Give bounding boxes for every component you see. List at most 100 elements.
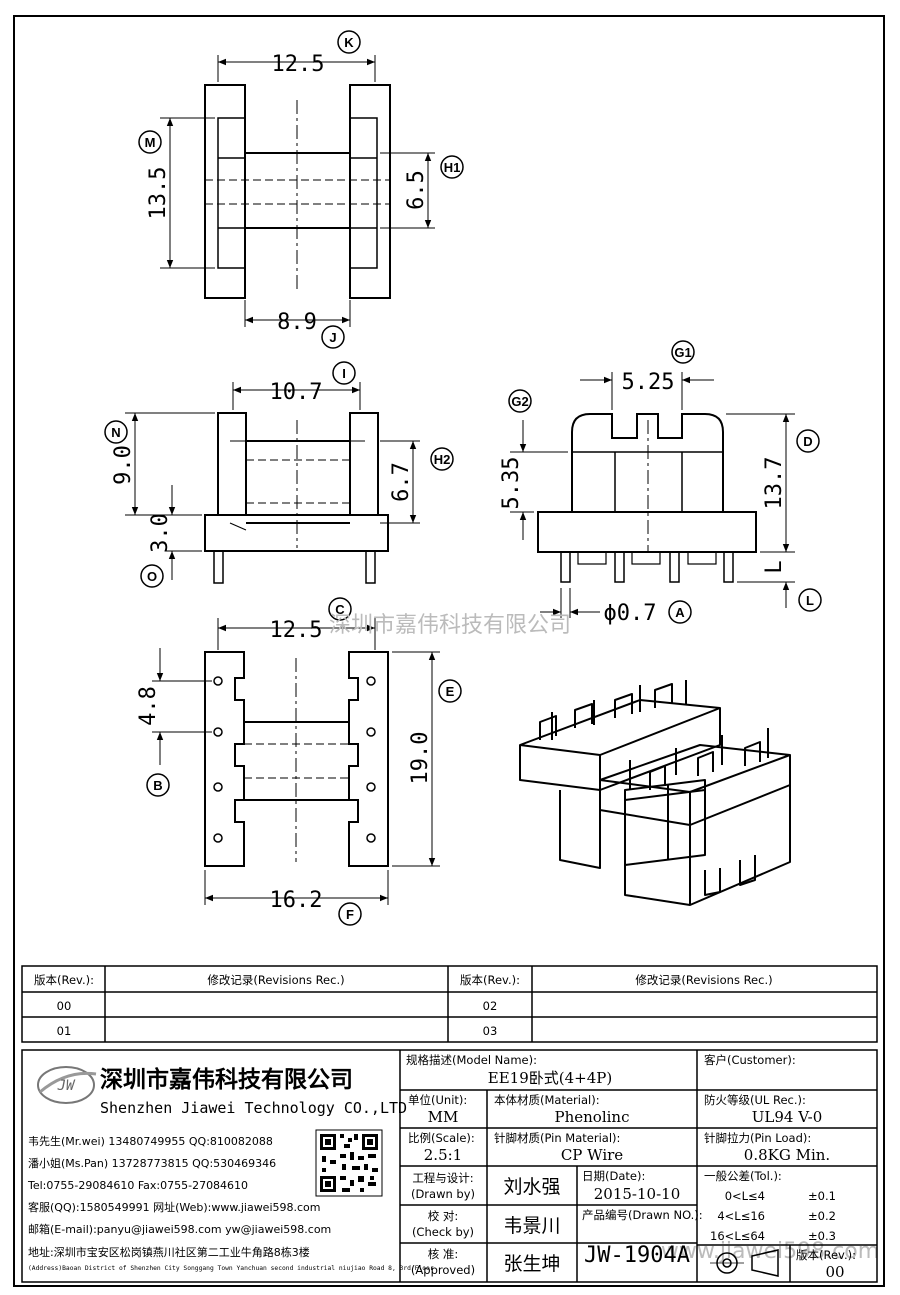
check-by-label-cn: 校 对: <box>428 1209 459 1223</box>
bubble-b: B <box>146 773 170 797</box>
title-block-grid <box>21 1049 878 1283</box>
svg-text:E: E <box>446 684 455 699</box>
customer-label: 客户(Customer): <box>704 1053 796 1067</box>
date-label: 日期(Date): <box>582 1169 645 1183</box>
isometric-view <box>519 680 791 906</box>
contact-line-4: 客服(QQ):1580549991 网址(Web):www.jiawei598.… <box>28 1200 321 1214</box>
dim-front-upper: 5.35 <box>499 457 524 510</box>
material-label: 本体材质(Material): <box>494 1093 600 1107</box>
drawn-by-value: 刘水强 <box>503 1176 560 1198</box>
bubble-f: F <box>338 902 362 926</box>
address-en: (Address)Baoan District of Shenzhen City… <box>28 1265 434 1272</box>
bubble-h2: H2 <box>430 447 454 471</box>
rev-row-00: 00 <box>57 999 72 1013</box>
material-value: Phenolinc <box>555 1108 630 1126</box>
svg-text:D: D <box>803 434 812 449</box>
dim-bottom-overall: 16.2 <box>270 888 323 913</box>
approved-label-cn: 核 准: <box>428 1247 459 1261</box>
qr-code <box>315 1129 383 1197</box>
tolerance-range-3: 16<L≤64 <box>710 1229 765 1243</box>
front-view <box>510 372 795 618</box>
dim-side-lower: 3.0 <box>148 513 173 553</box>
contact-line-5: 邮箱(E-mail):panyu@jiawei598.com yw@jiawei… <box>28 1222 331 1236</box>
tolerance-value-1: ±0.1 <box>808 1189 836 1203</box>
rev-label: 版本(Rev.): <box>796 1248 856 1262</box>
svg-text:G1: G1 <box>674 345 691 360</box>
svg-text:O: O <box>147 569 157 584</box>
scale-label: 比例(Scale): <box>408 1131 475 1145</box>
dim-side-slot: 6.7 <box>389 462 414 502</box>
drawn-no-value: JW-1904A <box>584 1243 690 1268</box>
date-value: 2015-10-10 <box>594 1185 680 1203</box>
unit-label: 单位(Unit): <box>408 1093 467 1107</box>
approved-value: 张生坤 <box>503 1253 560 1275</box>
svg-text:B: B <box>153 778 162 793</box>
bubble-c: C <box>328 597 352 621</box>
side-view <box>125 382 420 584</box>
dim-front-pin-length: L <box>762 560 787 573</box>
top-view <box>160 55 435 327</box>
ul-label: 防火等级(UL Rec.): <box>704 1093 806 1107</box>
projection-symbol <box>710 1249 779 1277</box>
dim-side-upper: 9.0 <box>111 445 136 485</box>
revision-table <box>21 965 878 1043</box>
rev-value: 00 <box>825 1263 844 1281</box>
contact-line-2: 潘小姐(Ms.Pan) 13728773815 QQ:530469346 <box>28 1156 276 1170</box>
drawn-by-label-en: (Drawn by) <box>411 1187 475 1201</box>
drawn-no-label: 产品编号(Drawn NO.): <box>582 1208 703 1222</box>
svg-text:I: I <box>342 366 346 381</box>
model-value: EE19卧式(4+4P) <box>488 1069 612 1087</box>
bubble-h1: H1 <box>440 155 464 179</box>
svg-text:N: N <box>111 425 120 440</box>
dim-bottom-length: 19.0 <box>408 732 433 785</box>
dim-top-slot: 6.5 <box>404 170 429 210</box>
pin-load-label: 针脚拉力(Pin Load): <box>704 1131 811 1145</box>
bubble-m: M <box>138 130 162 154</box>
dim-top-width: 12.5 <box>272 52 325 77</box>
dim-front-height: 13.7 <box>762 457 787 510</box>
tolerance-range-2: 4<L≤16 <box>717 1209 765 1223</box>
check-by-label-en: (Check by) <box>412 1225 474 1239</box>
dim-side-width: 10.7 <box>270 380 323 405</box>
contact-line-3: Tel:0755-29084610 Fax:0755-27084610 <box>27 1179 248 1192</box>
drawn-by-label-cn: 工程与设计: <box>412 1171 473 1185</box>
dim-front-gap: 5.25 <box>622 370 675 395</box>
svg-text:C: C <box>335 602 345 617</box>
rev-header-right: 版本(Rev.): <box>460 973 520 987</box>
dim-top-height: 13.5 <box>146 167 171 220</box>
svg-text:J: J <box>329 330 336 345</box>
unit-value: MM <box>428 1108 459 1126</box>
watermark-company: 深圳市嘉伟科技有限公司 <box>329 613 571 638</box>
company-logo: JW <box>37 1066 97 1104</box>
dim-bottom-width: 12.5 <box>270 618 323 643</box>
tolerance-label: 一般公差(Tol.): <box>704 1169 782 1183</box>
contact-line-1: 韦先生(Mr.wei) 13480749955 QQ:810082088 <box>28 1134 273 1148</box>
address-cn: 地址:深圳市宝安区松岗镇燕川社区第二工业牛角路8栋3楼 <box>28 1245 310 1259</box>
svg-text:L: L <box>806 593 814 608</box>
bubble-a: A <box>668 600 692 624</box>
sheet-border <box>13 15 885 1287</box>
svg-text:H1: H1 <box>444 160 461 175</box>
bubble-d: D <box>796 429 820 453</box>
dim-bottom-pitch: 4.8 <box>136 686 161 726</box>
rev-row-02: 02 <box>483 999 498 1013</box>
tolerance-value-3: ±0.3 <box>808 1229 836 1243</box>
approved-label-en: (Approved) <box>411 1263 475 1277</box>
tolerance-value-2: ±0.2 <box>808 1209 836 1223</box>
bubble-e: E <box>438 679 462 703</box>
company-name-cn: 深圳市嘉伟科技有限公司 <box>100 1066 353 1093</box>
pin-material-label: 针脚材质(Pin Material): <box>494 1131 620 1145</box>
bubble-k: K <box>337 30 361 54</box>
rev-row-03: 03 <box>483 1024 498 1038</box>
bubble-o: O <box>140 564 164 588</box>
svg-text:G2: G2 <box>511 394 528 409</box>
pin-material-value: CP Wire <box>561 1146 623 1164</box>
scale-value: 2.5:1 <box>424 1146 462 1164</box>
rev-row-01: 01 <box>57 1024 72 1038</box>
company-name-en: Shenzhen Jiawei Technology CO.,LTD <box>100 1099 407 1117</box>
tolerance-range-1: 0<L≤4 <box>725 1189 765 1203</box>
bubble-j: J <box>321 325 345 349</box>
svg-text:M: M <box>145 135 156 150</box>
rec-header-right: 修改记录(Revisions Rec.) <box>635 973 772 987</box>
svg-text:K: K <box>344 35 354 50</box>
